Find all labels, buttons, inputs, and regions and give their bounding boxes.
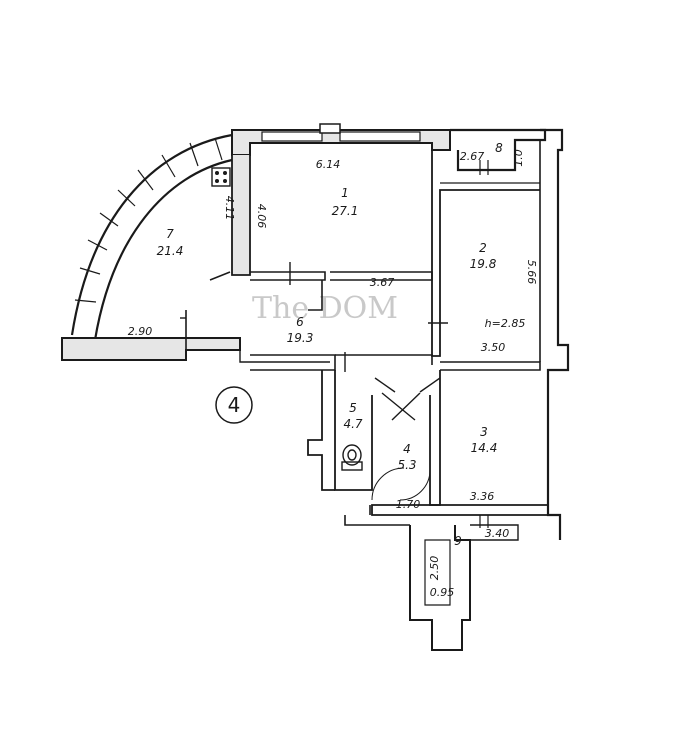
dimension-labels: 6.14 4.06 4.11 3.67 2.90 2.67 1.0 5.66 3… (128, 149, 538, 599)
dim-room7-bottom: 2.90 (128, 325, 153, 338)
section-marker-label: 4 (228, 393, 241, 417)
stove-icon (211, 167, 231, 187)
room-5-number: 5 (349, 401, 357, 415)
section-marker: 4 (215, 386, 253, 424)
doors (180, 262, 448, 501)
dim-room1-width: 6.14 (316, 158, 341, 171)
dim-room7-height: 4.11 (223, 196, 236, 221)
room-3-number: 3 (480, 425, 488, 439)
room-7-number: 7 (166, 227, 174, 241)
room-labels: 1 27.1 2 19.8 3 14.4 4 5.3 5 4.7 6 19.3 … (157, 141, 504, 548)
dim-corridor-width: 3.67 (370, 276, 395, 289)
room-1-area: 27.1 (332, 204, 359, 218)
dim-room1-height: 4.06 (255, 204, 268, 229)
room-7-area: 21.4 (157, 244, 184, 258)
room-4-number: 4 (403, 442, 411, 456)
walls (61, 123, 570, 651)
dim-room2-width: 3.50 (481, 341, 506, 354)
dim-room2-height: 5.66 (525, 260, 538, 285)
toilet-icon (341, 444, 363, 471)
room-3-area: 14.4 (471, 441, 498, 455)
dim-balcony9-depth: 0.95 (430, 586, 455, 599)
dim-balcony9-length: 2.50 (428, 556, 441, 581)
dim-ceiling-height: h=2.85 (485, 317, 526, 330)
room-1-number: 1 (341, 186, 349, 200)
room-5-area: 4.7 (343, 417, 362, 431)
dim-room3-width: 3.36 (470, 490, 495, 503)
room-8-number: 8 (495, 141, 503, 155)
room-4-area: 5.3 (397, 458, 416, 472)
room-2-area: 19.8 (470, 257, 497, 271)
room-2-number: 2 (479, 241, 487, 255)
room-6-area: 19.3 (287, 331, 314, 345)
dim-room4-width: 1.70 (396, 498, 421, 511)
dim-balcony9-width: 3.40 (485, 527, 510, 540)
room-9-number: 9 (454, 534, 462, 548)
dim-balcony8-depth: 1.0 (512, 149, 525, 167)
dim-balcony8-width: 2.67 (460, 150, 485, 163)
watermark: The DOM (252, 291, 398, 326)
room-6-number: 6 (296, 315, 304, 329)
